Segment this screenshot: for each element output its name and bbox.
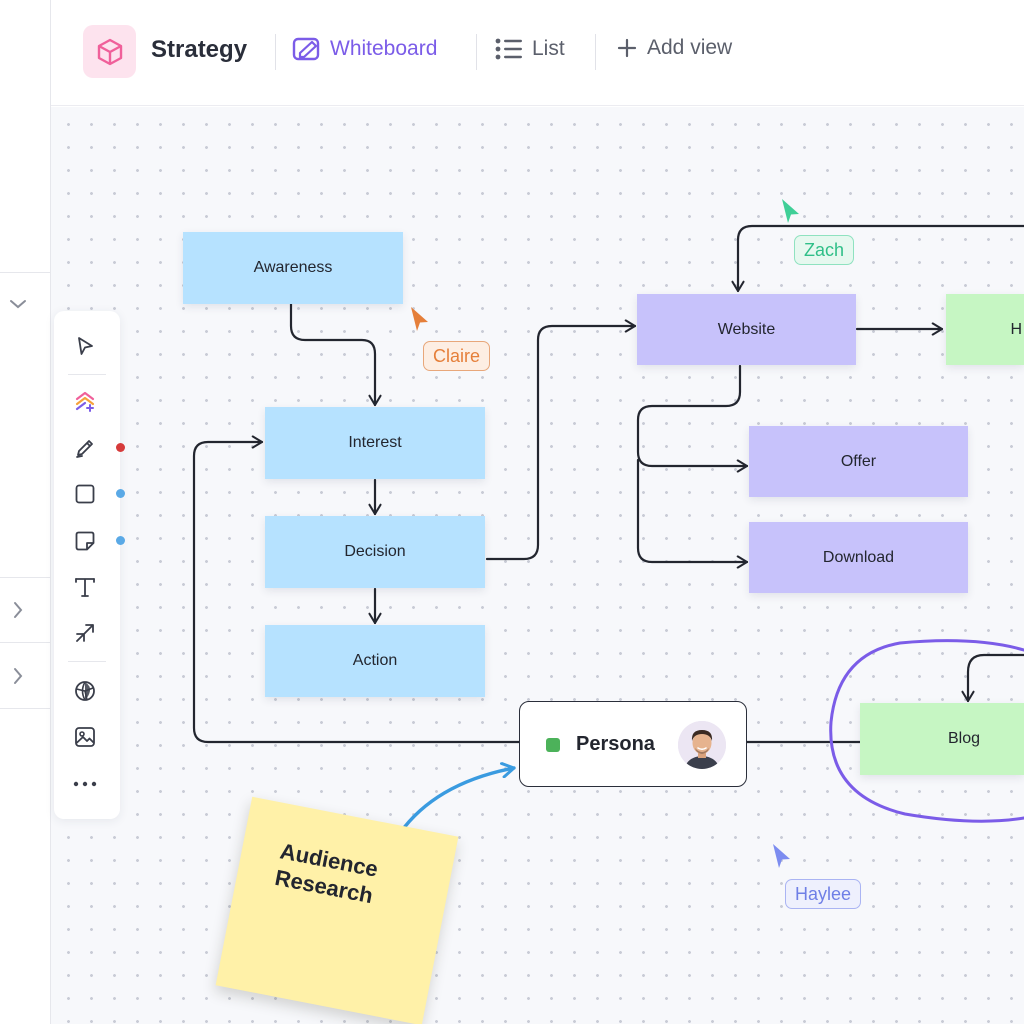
- space-title: Strategy: [151, 36, 248, 63]
- more-icon: [73, 781, 97, 787]
- rail-divider: [0, 708, 50, 709]
- toolbar-divider: [68, 661, 106, 662]
- sticky-color-dot: [116, 536, 125, 545]
- node-offer[interactable]: Offer: [749, 426, 968, 497]
- node-action[interactable]: Action: [265, 625, 485, 697]
- pen-icon: [76, 440, 93, 458]
- tab-list[interactable]: List: [494, 36, 565, 62]
- sticky-note-text: Audience Research: [272, 838, 381, 909]
- node-awareness[interactable]: Awareness: [183, 232, 403, 304]
- node-blog[interactable]: Blog: [860, 703, 1024, 775]
- plus-icon: [617, 38, 637, 58]
- node-home-partial[interactable]: H: [946, 294, 1024, 365]
- chevron-right-icon[interactable]: [8, 600, 28, 620]
- pen-tool[interactable]: [72, 435, 98, 461]
- ai-tool[interactable]: [72, 388, 98, 414]
- connector-icon: [76, 624, 94, 642]
- collaborator-tag-haylee: Haylee: [785, 879, 862, 909]
- sticky-note-icon: [75, 531, 95, 551]
- status-square: [546, 738, 560, 752]
- rail-divider: [0, 272, 50, 273]
- header-divider: [595, 34, 596, 70]
- node-interest[interactable]: Interest: [265, 407, 485, 479]
- cursor-haylee-icon: [773, 844, 790, 868]
- pointer-icon: [78, 337, 93, 355]
- space-logo[interactable]: [83, 25, 136, 78]
- toolbar-divider: [68, 374, 106, 375]
- globe-icon: [75, 681, 95, 701]
- sticky-note-tool[interactable]: [72, 528, 98, 554]
- persona-label: Persona: [576, 733, 655, 755]
- cursor-claire-icon: [411, 307, 428, 331]
- collaborator-tag-claire: Claire: [423, 341, 491, 371]
- list-icon: [495, 38, 522, 60]
- persona-card[interactable]: Persona: [519, 701, 747, 787]
- collaborator-tag-zach: Zach: [794, 235, 855, 265]
- embed-tool[interactable]: [72, 678, 98, 704]
- ai-brain-icon: [75, 391, 95, 412]
- add-view-button[interactable]: Add view: [615, 36, 732, 60]
- text-tool[interactable]: [72, 574, 98, 600]
- cursor-zach-icon: [782, 199, 799, 223]
- tab-whiteboard[interactable]: Whiteboard: [292, 36, 437, 62]
- whiteboard-icon: [292, 37, 320, 61]
- chevron-right-icon[interactable]: [8, 666, 28, 686]
- node-decision[interactable]: Decision: [265, 516, 485, 588]
- shape-color-dot: [116, 489, 125, 498]
- header-divider: [476, 34, 477, 70]
- tab-list-label: List: [532, 37, 565, 60]
- text-icon: [75, 578, 95, 597]
- chevron-down-icon[interactable]: [8, 294, 28, 314]
- whiteboard-toolbar: [54, 311, 125, 819]
- shape-icon: [75, 484, 95, 504]
- left-rail: [0, 0, 51, 1024]
- cube-icon: [97, 38, 122, 65]
- more-tools-button[interactable]: [72, 771, 98, 797]
- tab-whiteboard-label: Whiteboard: [330, 37, 438, 60]
- connector-tool[interactable]: [72, 620, 98, 646]
- image-icon: [75, 727, 95, 747]
- node-download[interactable]: Download: [749, 522, 968, 593]
- sticky-note[interactable]: Audience Research: [215, 796, 459, 1024]
- image-tool[interactable]: [72, 724, 98, 750]
- avatar: [678, 721, 726, 769]
- node-website[interactable]: Website: [637, 294, 856, 365]
- pointer-tool[interactable]: [72, 333, 98, 359]
- add-view-label: Add view: [647, 36, 733, 59]
- pen-color-dot: [116, 443, 125, 452]
- header-divider: [275, 34, 276, 70]
- rail-divider: [0, 642, 50, 643]
- view-header: Strategy Whiteboard List Add view: [51, 0, 1024, 106]
- rail-divider: [0, 577, 50, 578]
- shape-tool[interactable]: [72, 481, 98, 507]
